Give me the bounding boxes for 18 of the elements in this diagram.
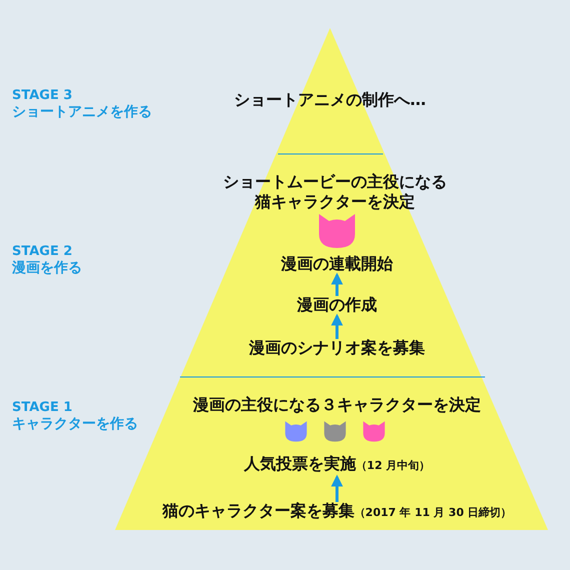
stage-title: 漫画を作る [12, 260, 82, 276]
step-text: ショートアニメの制作へ… [200, 90, 460, 110]
arrow [331, 314, 343, 339]
step-text: 漫画の主役になる３キャラクターを決定 [172, 395, 502, 415]
date-note: （2017 年 11 月 30 日締切） [354, 506, 512, 519]
stage-title: ショートアニメを作る [12, 104, 152, 120]
stage-label: STAGE 1 [12, 400, 72, 416]
step-text: 人気投票を実施 [244, 454, 356, 473]
step-text: 漫画の作成 [237, 295, 437, 315]
step-text: 漫画の連載開始 [237, 254, 437, 274]
arrow [331, 474, 343, 502]
step-text: 漫画のシナリオ案を募集 [217, 338, 457, 358]
stage-label: STAGE 3 [12, 88, 72, 104]
stage-label: STAGE 2 [12, 244, 72, 260]
stage-title: キャラクターを作る [12, 416, 138, 432]
arrow [331, 272, 343, 296]
step-text: 猫のキャラクター案を募集 [162, 501, 354, 520]
date-note: （12 月中旬） [356, 459, 430, 472]
